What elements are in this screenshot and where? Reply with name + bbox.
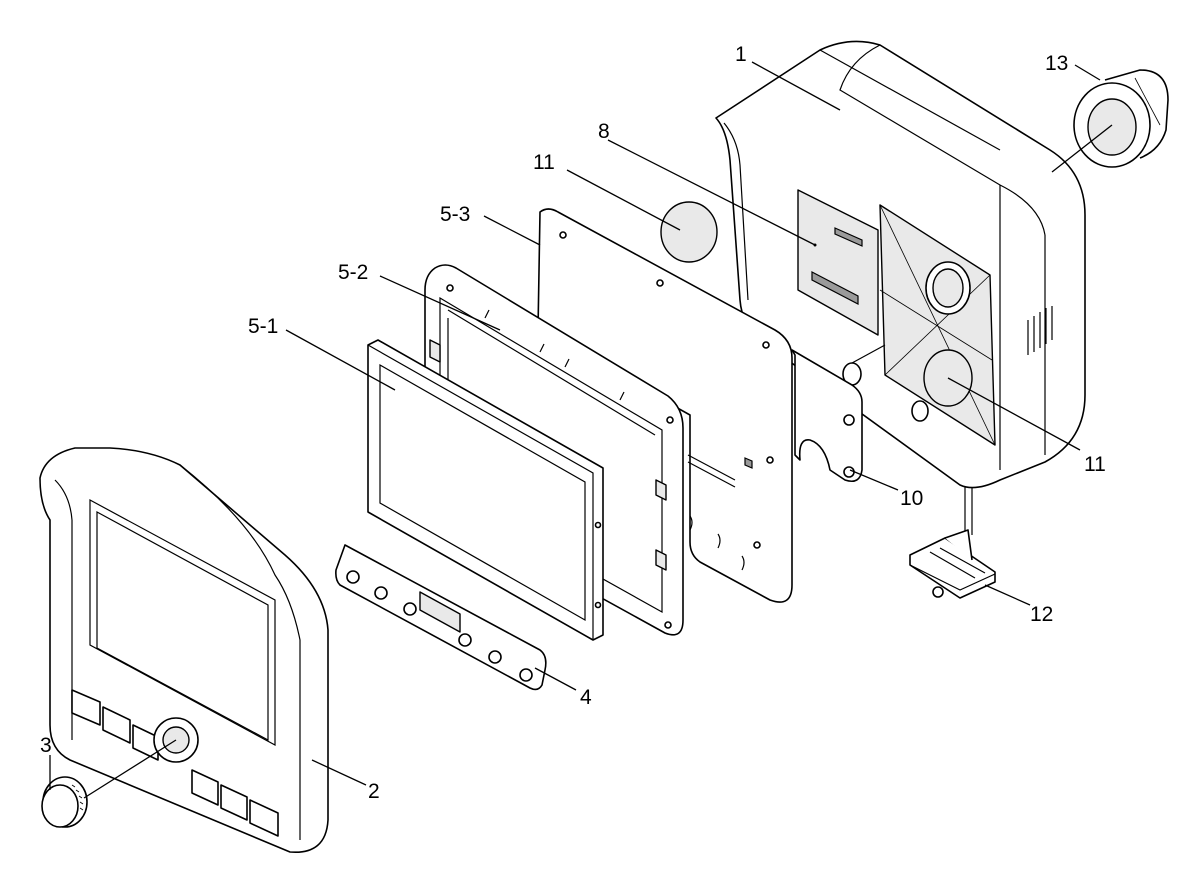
callout-10: 10	[900, 487, 923, 510]
keypad-board	[335, 544, 547, 691]
callout-11-upper: 11	[533, 151, 555, 174]
bezel-buttons	[71, 689, 279, 837]
round-connector	[1073, 69, 1169, 168]
callout-13: 13	[1045, 52, 1068, 75]
mounting-foot	[909, 529, 996, 599]
callout-1: 1	[735, 43, 747, 66]
callout-3: 3	[40, 734, 52, 757]
gasket-plate	[537, 208, 793, 603]
callout-11-lower: 11	[1084, 453, 1106, 476]
leader-lines	[49, 61, 1113, 799]
callout-4: 4	[580, 686, 592, 709]
lcd-panel	[367, 339, 604, 641]
callout-12: 12	[1030, 603, 1053, 626]
callout-5-3: 5-3	[440, 203, 470, 226]
bracket-plate	[791, 349, 863, 483]
callout-8: 8	[598, 120, 610, 143]
round-seal-upper	[660, 201, 718, 263]
callout-2: 2	[368, 780, 380, 803]
rear-housing	[715, 40, 1086, 535]
callout-labels: 1 2 3 4 5-1 5-2 5-3 8 10 11 11 12 13	[40, 43, 1106, 803]
callout-5-2: 5-2	[338, 261, 368, 284]
circuit-board	[797, 189, 879, 336]
front-bezel	[39, 447, 329, 853]
rotary-knob	[41, 776, 88, 828]
callout-5-1: 5-1	[248, 315, 278, 338]
